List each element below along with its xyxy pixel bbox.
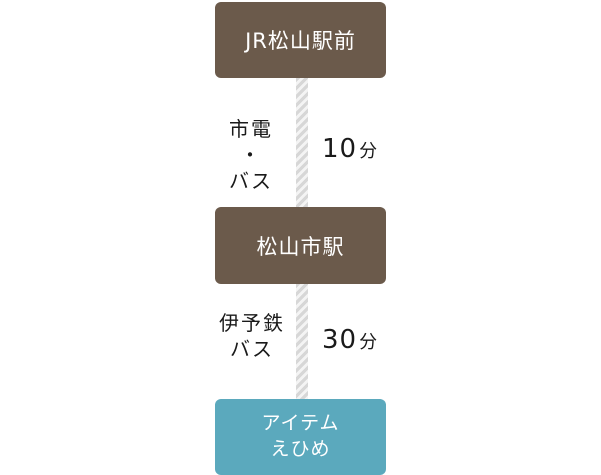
leg1-mode-line-3: バス — [229, 169, 273, 193]
destination-label-line-2: えひめ — [270, 438, 331, 460]
leg2-duration-unit: 分 — [359, 332, 378, 353]
transfer-station-box: 松山市駅 — [215, 207, 386, 284]
leg2-duration-value: 30 — [322, 325, 358, 355]
leg1-duration: 10 分 — [322, 134, 377, 164]
leg1-mode-line-1: 市電 — [229, 117, 273, 141]
leg1-duration-unit: 分 — [359, 141, 378, 162]
leg2-mode-line-1: 伊予鉄 — [219, 311, 285, 335]
leg1-transport-mode: 市電 ・ バス — [222, 116, 280, 194]
destination-box: アイテム えひめ — [215, 399, 386, 475]
leg2-mode-line-2: バス — [230, 337, 274, 361]
leg2-duration: 30 分 — [322, 325, 377, 355]
leg1-duration-value: 10 — [322, 134, 358, 164]
leg1-mode-line-2: ・ — [240, 143, 262, 167]
route-connector-1 — [296, 78, 308, 207]
leg2-transport-mode: 伊予鉄 バス — [212, 310, 292, 362]
start-station-box: JR松山駅前 — [215, 2, 386, 78]
destination-label-line-1: アイテム — [261, 412, 340, 435]
route-connector-2 — [296, 284, 308, 399]
transfer-station-label: 松山市駅 — [256, 234, 345, 259]
start-station-label: JR松山駅前 — [245, 29, 356, 53]
